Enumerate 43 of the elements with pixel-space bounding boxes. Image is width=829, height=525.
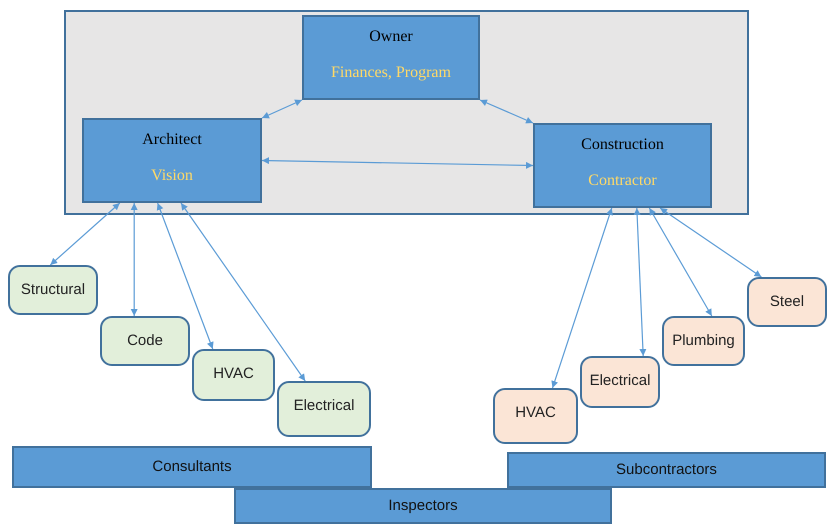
category-bar — [234, 488, 612, 524]
role-box — [82, 118, 262, 203]
double-arrow — [262, 99, 302, 119]
category-bar — [507, 452, 826, 488]
double-arrow — [551, 208, 613, 388]
box-label: Code — [127, 331, 163, 351]
role-title: Construction — [581, 135, 664, 155]
role-box — [302, 15, 480, 100]
double-arrow — [480, 99, 534, 124]
double-arrow — [262, 157, 534, 169]
box-label: HVAC — [213, 364, 254, 384]
consultant-box — [277, 381, 371, 437]
subcontractor-box — [493, 388, 578, 444]
box-label: HVAC — [515, 403, 556, 423]
subcontractor-box — [747, 277, 827, 327]
double-arrow — [648, 208, 712, 316]
role-box — [533, 123, 712, 208]
double-arrow — [130, 203, 138, 316]
consultant-box — [8, 265, 98, 315]
group-panel — [64, 10, 749, 215]
subcontractor-box — [662, 316, 745, 366]
role-subtitle: Contractor — [588, 171, 657, 191]
role-subtitle: Vision — [151, 166, 193, 186]
category-bar — [12, 446, 372, 488]
role-title: Owner — [369, 27, 413, 47]
box-label: Plumbing — [672, 331, 735, 351]
box-label: Steel — [770, 292, 804, 312]
consultant-box — [100, 316, 190, 366]
box-label: Subcontractors — [616, 460, 717, 480]
role-title: Architect — [142, 130, 202, 150]
double-arrow — [660, 208, 762, 278]
double-arrow — [180, 202, 306, 382]
consultant-box — [192, 349, 275, 401]
box-label: Electrical — [294, 396, 354, 416]
double-arrow — [50, 202, 120, 266]
box-label: Electrical — [590, 371, 650, 391]
double-arrow — [634, 208, 646, 356]
subcontractor-box — [580, 356, 660, 408]
box-label: Structural — [20, 280, 86, 300]
double-arrow — [156, 202, 214, 350]
box-label: Consultants — [152, 456, 232, 477]
role-subtitle: Finances, Program — [331, 63, 451, 83]
box-label: Inspectors — [388, 496, 458, 516]
